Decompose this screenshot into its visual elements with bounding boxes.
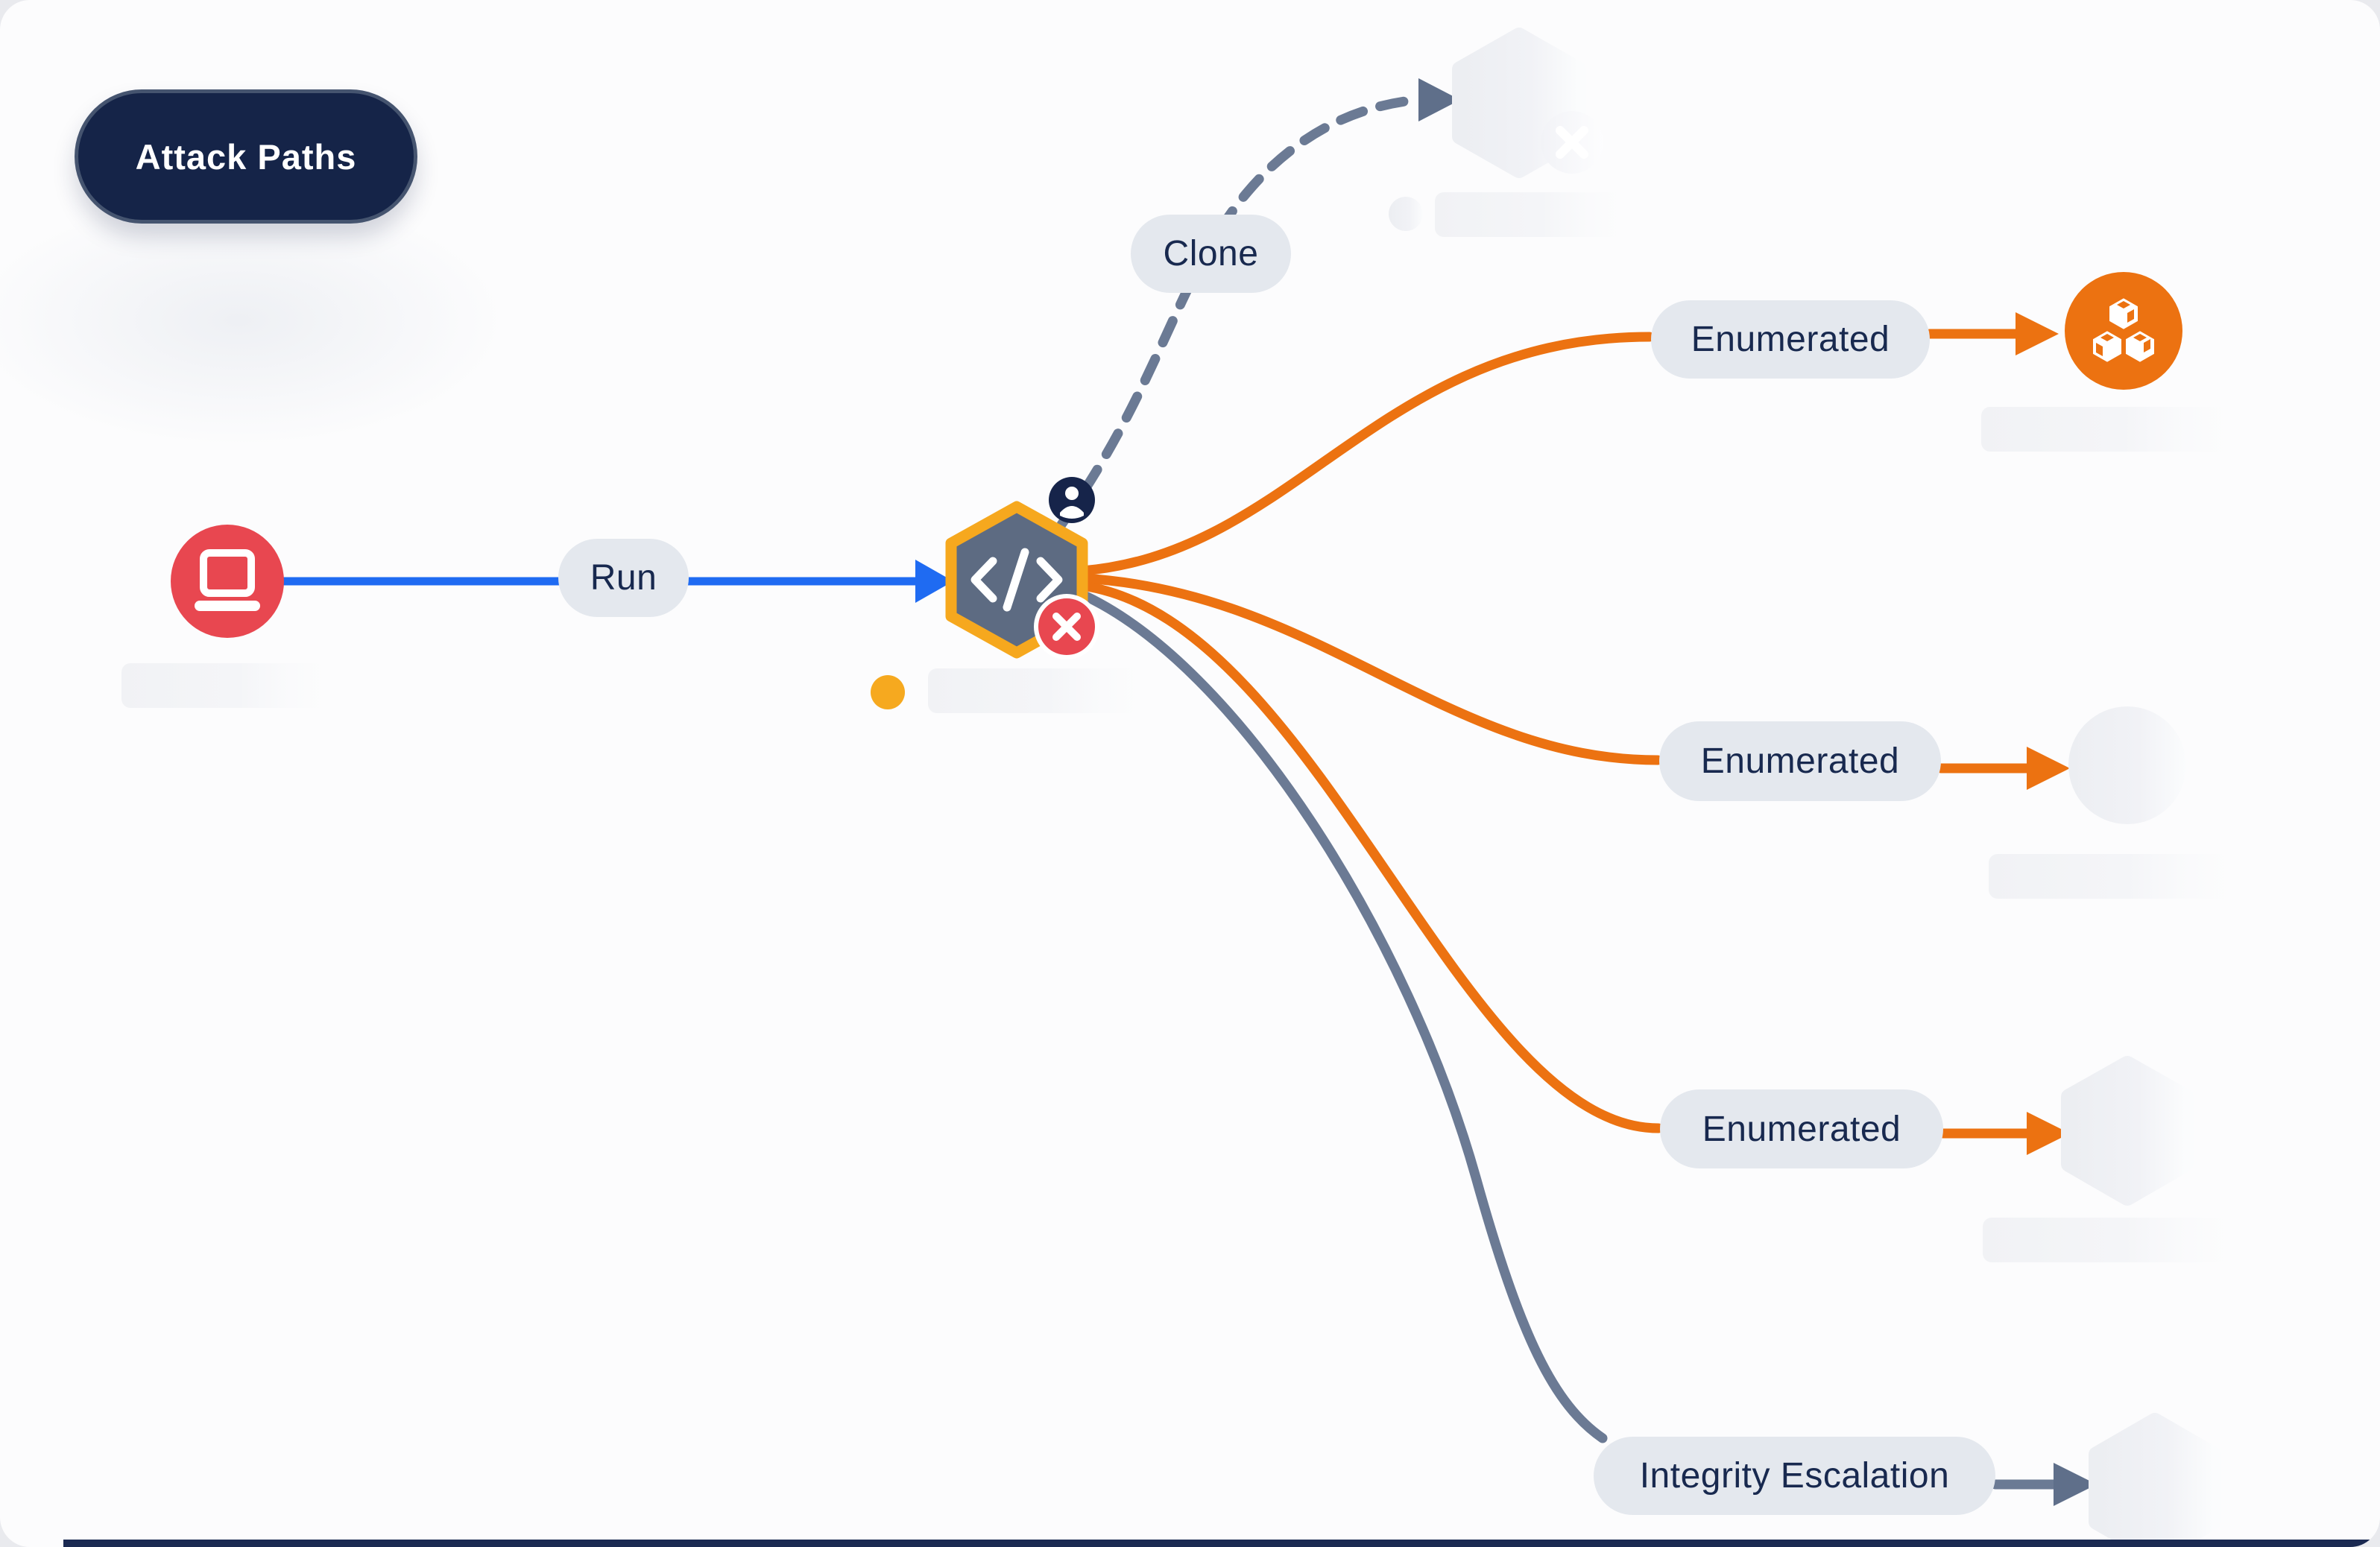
skeleton-label-enumerated-3 <box>1983 1218 2245 1262</box>
edge-label-clone[interactable]: Clone <box>1131 215 1291 293</box>
node-source[interactable] <box>171 525 284 638</box>
ghost-node-clone-target[interactable] <box>1452 28 1603 178</box>
skeleton-label-script <box>928 668 1152 713</box>
error-badge <box>1034 594 1099 659</box>
node-resource[interactable] <box>2065 272 2182 390</box>
edge-integrity-escalation <box>1074 588 2059 1490</box>
clone-arrowhead <box>1418 78 1460 121</box>
skeleton-label-enumerated-1 <box>1981 407 2244 452</box>
edge-enumerated-1 <box>1077 329 2021 576</box>
edge-label-enumerated-3[interactable]: Enumerated <box>1660 1089 1943 1168</box>
enumerated-1-arrowhead <box>2016 312 2059 355</box>
background-wash <box>0 194 507 447</box>
laptop-icon <box>195 549 260 611</box>
edge-label-integrity-escalation[interactable]: Integrity Escalation <box>1594 1437 1995 1515</box>
edge-enumerated-2 <box>1077 573 2032 774</box>
edge-clone <box>1056 95 1415 530</box>
skeleton-label-enumerated-2 <box>1989 854 2246 899</box>
ghost-node-integrity-target[interactable] <box>2089 1413 2221 1547</box>
edge-label-enumerated-1[interactable]: Enumerated <box>1651 300 1930 379</box>
edge-label-enumerated-2[interactable]: Enumerated <box>1659 721 1941 801</box>
warning-dot <box>871 675 905 709</box>
enumerated-2-arrowhead <box>2027 747 2070 790</box>
ghost-dot <box>1389 197 1423 231</box>
skeleton-label-clone-target <box>1435 192 1632 237</box>
attack-paths-badge-label: Attack Paths <box>135 136 357 177</box>
ghost-node-enumerated-3-target[interactable] <box>2061 1056 2194 1206</box>
run-arrowhead <box>915 560 953 603</box>
node-script[interactable] <box>945 477 1099 659</box>
x-icon <box>1556 126 1588 159</box>
cubes-icon <box>2090 295 2157 365</box>
edge-enumerated-3 <box>1077 580 2032 1139</box>
integrity-arrowhead <box>2054 1463 2097 1506</box>
skeleton-label-source <box>121 663 338 708</box>
enumerated-3-arrowhead <box>2027 1112 2070 1155</box>
bottom-bar <box>63 1540 2380 1547</box>
x-circle-icon <box>1052 613 1081 641</box>
ghost-node-enumerated-2-target[interactable] <box>2068 706 2186 824</box>
attack-paths-badge[interactable]: Attack Paths <box>75 89 417 224</box>
user-badge <box>1049 477 1095 523</box>
user-icon <box>1060 487 1084 519</box>
code-icon <box>970 548 1063 612</box>
edge-label-run[interactable]: Run <box>558 539 689 617</box>
